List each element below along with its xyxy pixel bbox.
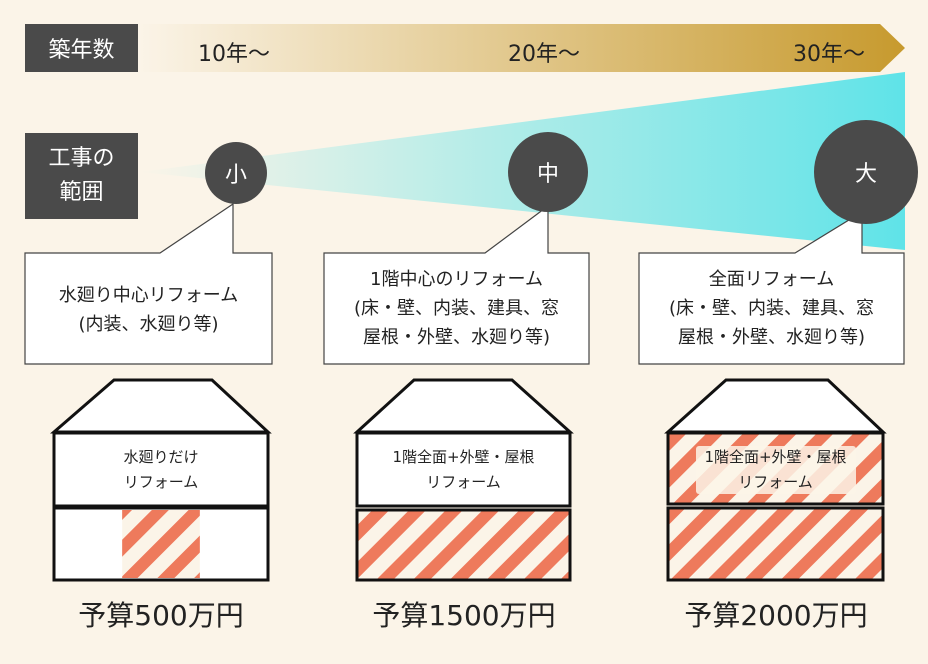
house-2-upper-floor	[355, 431, 572, 508]
house-3-lower-floor	[666, 506, 885, 582]
bubble-1-text: 水廻り中心リフォーム (内装、水廻り等)	[58, 285, 239, 335]
year-10: 10年〜	[198, 42, 270, 67]
house-1-upper-text: 水廻りだけ リフォーム	[123, 448, 199, 491]
scope-large-circle: 大	[814, 120, 918, 224]
house-3-roof	[664, 378, 887, 434]
house-3	[664, 378, 887, 582]
scope-small-circle: 小	[205, 142, 267, 204]
budget-2: 予算1500万円	[372, 599, 556, 632]
house-2-roof	[353, 378, 574, 434]
year-20: 20年〜	[508, 42, 580, 67]
building-age-label: 築年数	[25, 24, 138, 72]
house-3-upper-text: 1階全面+外壁・屋根 リフォーム	[704, 448, 847, 491]
budget-3: 予算2000万円	[684, 599, 868, 632]
scope-medium-circle: 中	[508, 132, 588, 212]
house-2	[353, 378, 574, 582]
scope-label: 工事の 範囲	[25, 133, 138, 219]
budget-1: 予算500万円	[78, 599, 244, 632]
year-30: 30年〜	[793, 42, 865, 67]
speech-bubble-3	[638, 210, 905, 365]
scope-large-text: 大	[854, 162, 877, 187]
house-1-upper-floor	[52, 431, 270, 508]
timeline-arrow	[138, 24, 905, 72]
scope-medium-text: 中	[536, 162, 559, 187]
bubble-2-text: 1階中心のリフォーム (床・壁、内装、建具、窓 屋根・外壁、水廻り等)	[353, 269, 560, 348]
bubble-3-text: 全面リフォーム (床・壁、内装、建具、窓 屋根・外壁、水廻り等)	[668, 269, 875, 348]
speech-bubble-1	[24, 202, 273, 365]
house-1-lower-hatch	[122, 510, 200, 578]
building-age-label-text: 築年数	[48, 38, 115, 63]
house-3-upper-text-backdrop	[696, 446, 856, 494]
house-1-roof	[49, 378, 272, 434]
house-2-upper-text: 1階全面+外壁・屋根 リフォーム	[392, 448, 535, 491]
scope-small-text: 小	[224, 163, 247, 188]
scope-label-text: 工事の 範囲	[48, 146, 115, 205]
house-2-lower-floor	[355, 508, 572, 582]
house-1	[49, 378, 272, 582]
speech-bubble-2	[323, 204, 590, 365]
